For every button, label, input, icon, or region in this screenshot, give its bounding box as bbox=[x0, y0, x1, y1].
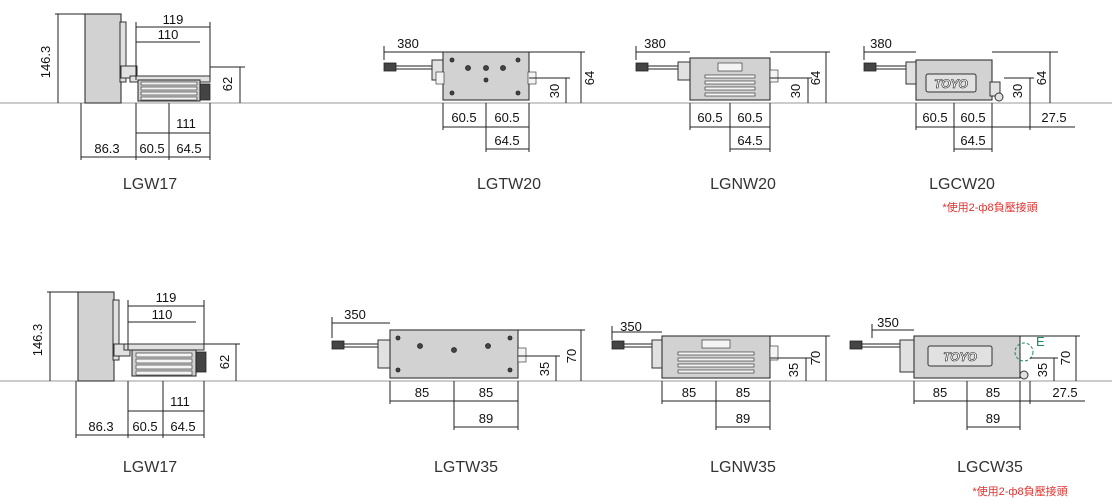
dim-a: 85 bbox=[415, 385, 429, 400]
model-label: LGW17 bbox=[123, 459, 177, 476]
dim-a: 60.5 bbox=[922, 110, 947, 125]
dim-b: 85 bbox=[736, 385, 750, 400]
dim-cable: 380 bbox=[870, 36, 892, 51]
dim-c: 89 bbox=[479, 411, 493, 426]
lgcw20-drawing: TOYO 380 30 64 60.5 60.5 64.5 27.5 LGCW2… bbox=[863, 36, 1075, 214]
dim-height: 146.3 bbox=[30, 324, 45, 357]
dim-111: 111 bbox=[170, 394, 190, 409]
vacuum-port bbox=[994, 92, 1004, 102]
dim-h30: 35 bbox=[1035, 363, 1050, 377]
lgtw20-drawing: 380 30 64 60.5 60.5 64.5 LGTW20 bbox=[383, 36, 597, 193]
dim-119: 119 bbox=[163, 12, 184, 27]
lgcw35-drawing: TOYO E 350 35 70 85 85 89 27.5 LGCW35 *使… bbox=[849, 315, 1085, 498]
model-label: LGTW20 bbox=[477, 176, 541, 193]
lgtw35-drawing: 350 35 70 85 85 89 LGTW35 bbox=[331, 307, 585, 476]
lgw17-drawing-row2: 146.3 119 110 62 111 86.3 60.5 64.5 LGW1… bbox=[30, 290, 240, 476]
model-label: LGW17 bbox=[123, 176, 177, 193]
dim-cable: 350 bbox=[877, 315, 899, 330]
dim-b: 60.5 bbox=[737, 110, 762, 125]
dim-h64: 64 bbox=[808, 71, 823, 85]
dim-b: 60.5 bbox=[494, 110, 519, 125]
dim-h30: 30 bbox=[1010, 84, 1025, 98]
toyo-logo: TOYO bbox=[934, 77, 968, 91]
dim-cable: 350 bbox=[344, 307, 366, 322]
toyo-logo: TOYO bbox=[943, 350, 977, 364]
dim-h64: 70 bbox=[808, 351, 823, 365]
dim-cable: 380 bbox=[644, 36, 666, 51]
vacuum-note: *使用2-ф8負壓接頭 bbox=[972, 485, 1067, 498]
dim-111: 111 bbox=[176, 116, 196, 131]
dim-side: 27.5 bbox=[1041, 110, 1066, 125]
model-label: LGCW35 bbox=[957, 459, 1023, 476]
model-label: LGCW20 bbox=[929, 176, 995, 193]
lgnw20-drawing: 380 30 64 60.5 60.5 64.5 LGNW20 bbox=[635, 36, 830, 193]
dim-60-5: 60.5 bbox=[139, 141, 164, 156]
detail-e-label: E bbox=[1036, 334, 1045, 349]
dim-c: 64.5 bbox=[737, 133, 762, 148]
dim-h64: 64 bbox=[582, 71, 597, 85]
dim-h64: 70 bbox=[1058, 351, 1073, 365]
dim-86-3: 86.3 bbox=[88, 419, 113, 434]
column-body bbox=[84, 13, 122, 104]
dim-119: 119 bbox=[156, 290, 177, 305]
dim-cable: 350 bbox=[620, 319, 642, 334]
dim-64-5: 64.5 bbox=[176, 141, 201, 156]
dim-c: 64.5 bbox=[960, 133, 985, 148]
dim-h64: 64 bbox=[1034, 71, 1049, 85]
dim-a: 60.5 bbox=[697, 110, 722, 125]
dim-cable: 380 bbox=[397, 36, 419, 51]
lgw17-drawing-row1: 146.3 119 110 62 111 86.3 60.5 64.5 LGW1… bbox=[38, 12, 245, 193]
dim-height: 146.3 bbox=[38, 46, 53, 79]
dim-h64: 70 bbox=[564, 349, 579, 363]
dim-a: 60.5 bbox=[451, 110, 476, 125]
gripper-body bbox=[389, 329, 519, 379]
dim-60-5: 60.5 bbox=[132, 419, 157, 434]
dim-86-3: 86.3 bbox=[94, 141, 119, 156]
dim-a: 85 bbox=[682, 385, 696, 400]
vacuum-port bbox=[1019, 370, 1029, 380]
dim-h30: 35 bbox=[786, 363, 801, 377]
dim-c: 64.5 bbox=[494, 133, 519, 148]
dim-64-5: 64.5 bbox=[170, 419, 195, 434]
detail-e-circle bbox=[1014, 342, 1034, 362]
dim-c: 89 bbox=[986, 411, 1000, 426]
dim-c: 89 bbox=[736, 411, 750, 426]
model-label: LGNW20 bbox=[710, 176, 776, 193]
dim-b: 85 bbox=[479, 385, 493, 400]
cable-connector bbox=[383, 62, 397, 72]
vacuum-note: *使用2-ф8負壓接頭 bbox=[942, 201, 1037, 214]
dim-h30: 30 bbox=[547, 84, 562, 98]
dim-110: 110 bbox=[158, 27, 179, 42]
dim-side: 27.5 bbox=[1052, 385, 1077, 400]
lgnw35-drawing: 350 35 70 85 85 89 LGNW35 bbox=[611, 319, 830, 476]
dim-110: 110 bbox=[152, 307, 173, 322]
dim-h30: 30 bbox=[788, 84, 803, 98]
model-label: LGTW35 bbox=[434, 459, 498, 476]
dim-a: 85 bbox=[933, 385, 947, 400]
dim-b: 85 bbox=[986, 385, 1000, 400]
column-body bbox=[77, 291, 115, 382]
dim-b: 60.5 bbox=[960, 110, 985, 125]
dim-62: 62 bbox=[217, 355, 232, 369]
model-label: LGNW35 bbox=[710, 459, 776, 476]
dim-h30: 35 bbox=[537, 362, 552, 376]
dim-62: 62 bbox=[220, 77, 235, 91]
